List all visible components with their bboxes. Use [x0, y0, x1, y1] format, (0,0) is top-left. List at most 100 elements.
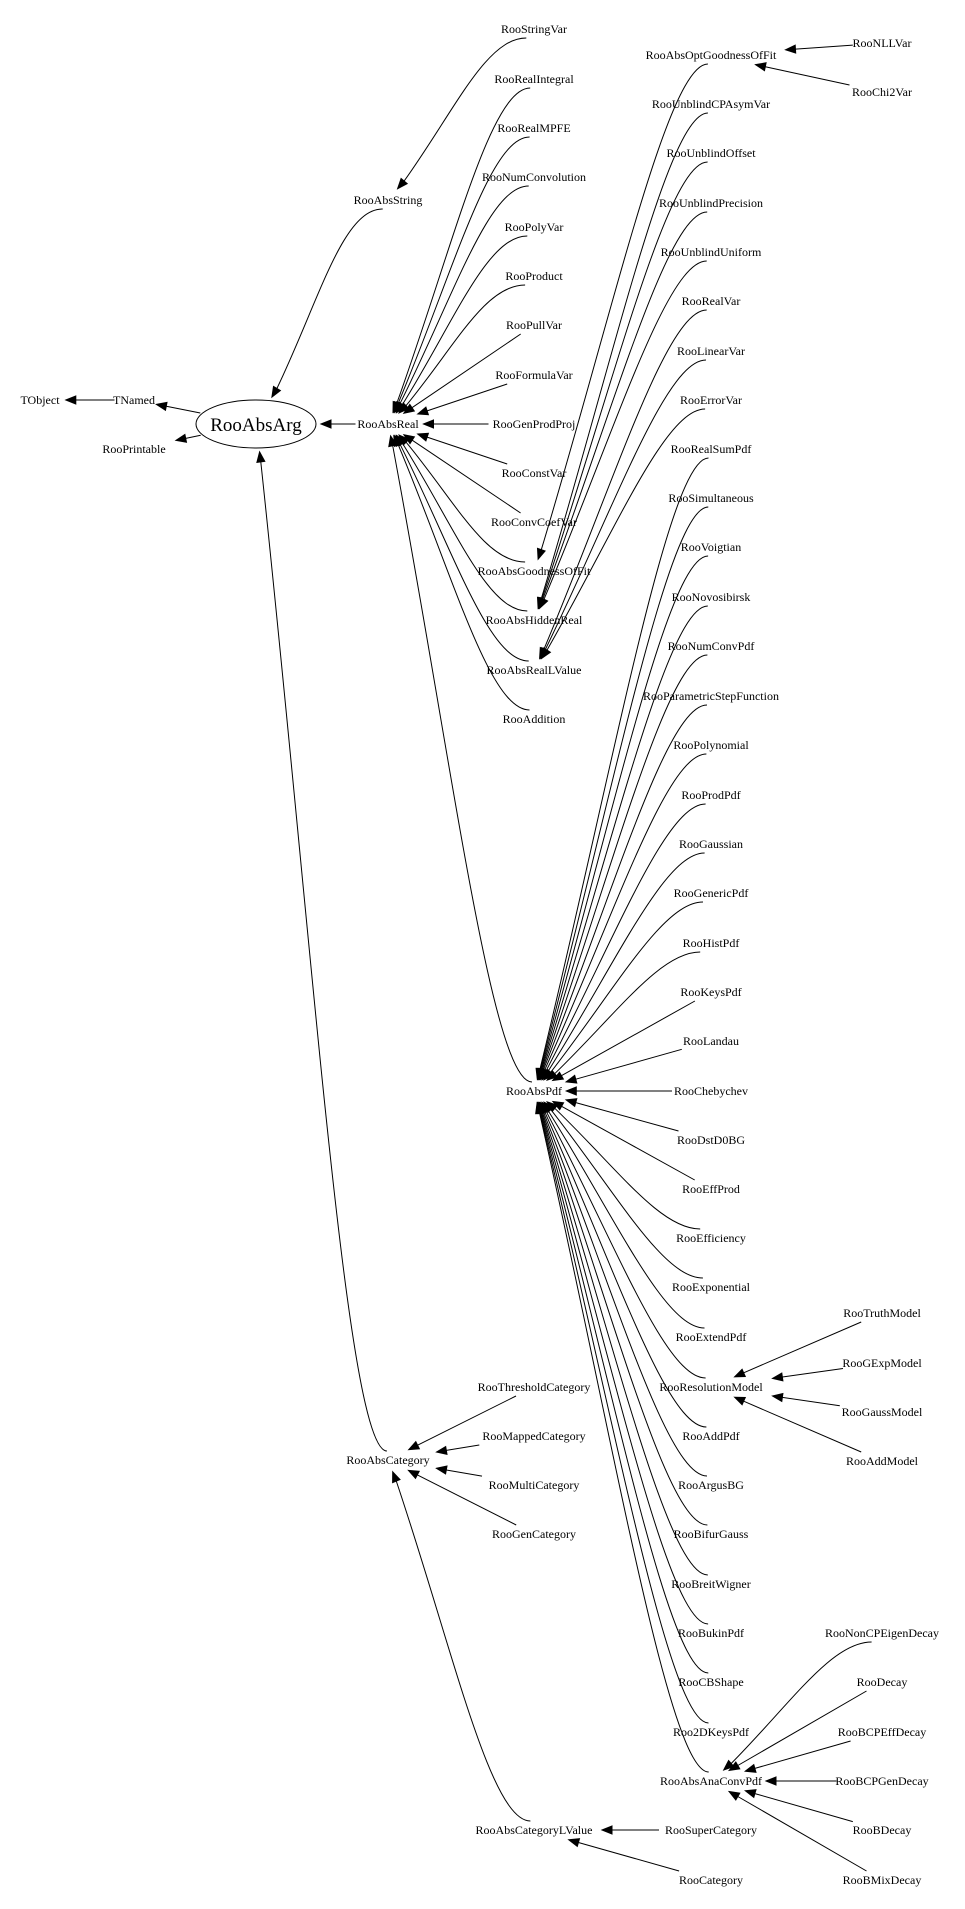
node-roo-printable[interactable]: RooPrintable	[102, 442, 165, 456]
node-roo-abs-opt-goodness-of-fit[interactable]: RooAbsOptGoodnessOfFit	[646, 48, 777, 62]
node-roo-dst-d0-bg[interactable]: RooDstD0BG	[677, 1133, 745, 1147]
edge-roo-dst-d0-bg-to-roo-abs-pdf	[575, 1102, 679, 1132]
node-roo-landau[interactable]: RooLandau	[683, 1034, 739, 1048]
node-roo-abs-category-l-value[interactable]: RooAbsCategoryLValue	[476, 1823, 593, 1837]
edge-roo-nll-var-to-roo-abs-opt-goodness-of-fit	[795, 44, 853, 50]
node-roo-gauss-model[interactable]: RooGaussModel	[842, 1405, 923, 1419]
node-roo-truth-model[interactable]: RooTruthModel	[843, 1306, 921, 1320]
node-roo-novosibirsk[interactable]: RooNovosibirsk	[672, 590, 751, 604]
node-roo-abs-real-l-value[interactable]: RooAbsRealLValue	[487, 663, 582, 677]
node-roo-threshold-category[interactable]: RooThresholdCategory	[478, 1380, 591, 1394]
arrowhead-icon	[407, 1440, 421, 1451]
node-roo-unblind-offset[interactable]: RooUnblindOffset	[666, 146, 756, 160]
node-roo-bcp-eff-decay[interactable]: RooBCPEffDecay	[838, 1725, 926, 1739]
node-t-named[interactable]: TNamed	[113, 393, 155, 407]
node-roo-chebychev[interactable]: RooChebychev	[674, 1084, 748, 1098]
node-roo-abs-arg[interactable]: RooAbsArg	[210, 415, 302, 436]
node-roo-bifur-gauss[interactable]: RooBifurGauss	[674, 1527, 749, 1541]
node-roo-prod-pdf[interactable]: RooProdPdf	[681, 788, 740, 802]
node-roo-linear-var[interactable]: RooLinearVar	[677, 344, 745, 358]
node-roo-poly-var[interactable]: RooPolyVar	[505, 220, 564, 234]
node-roo-generic-pdf[interactable]: RooGenericPdf	[674, 886, 749, 900]
node-roo-multi-category[interactable]: RooMultiCategory	[489, 1478, 580, 1492]
node-roo-efficiency[interactable]: RooEfficiency	[676, 1231, 746, 1245]
node-roo-bukin-pdf[interactable]: RooBukinPdf	[678, 1626, 744, 1640]
node-roo-addition[interactable]: RooAddition	[503, 712, 566, 726]
node-roo-g-exp-model[interactable]: RooGExpModel	[842, 1356, 922, 1370]
node-roo-b-decay[interactable]: RooBDecay	[853, 1823, 912, 1837]
node-roo-abs-category[interactable]: RooAbsCategory	[346, 1453, 429, 1467]
node-roo-formula-var[interactable]: RooFormulaVar	[495, 368, 572, 382]
node-roo-argus-bg[interactable]: RooArgusBG	[678, 1478, 744, 1492]
arrowhead-icon	[539, 596, 549, 610]
node-roo-add-pdf[interactable]: RooAddPdf	[682, 1429, 739, 1443]
edge-roo-abs-ana-conv-pdf-to-roo-abs-pdf	[539, 1112, 709, 1773]
node-roo-simultaneous[interactable]: RooSimultaneous	[668, 491, 754, 505]
node-roo-polynomial[interactable]: RooPolynomial	[673, 738, 749, 752]
node-roo-nll-var[interactable]: RooNLLVar	[853, 36, 912, 50]
node-roo-abs-goodness-of-fit[interactable]: RooAbsGoodnessOfFit	[478, 564, 591, 578]
node-roo-breit-wigner[interactable]: RooBreitWigner	[671, 1577, 751, 1591]
node-roo-non-cp-eigen-decay[interactable]: RooNonCPEigenDecay	[825, 1626, 939, 1640]
node-roo2-d-keys-pdf[interactable]: Roo2DKeysPdf	[673, 1725, 749, 1739]
node-roo-mapped-category[interactable]: RooMappedCategory	[482, 1429, 585, 1443]
node-roo-pull-var[interactable]: RooPullVar	[506, 318, 562, 332]
arrowhead-icon	[402, 403, 416, 415]
node-roo-resolution-model[interactable]: RooResolutionModel	[659, 1380, 763, 1394]
node-roo-unblind-uniform[interactable]: RooUnblindUniform	[661, 245, 762, 259]
edge-roo-chi2-var-to-roo-abs-opt-goodness-of-fit	[765, 66, 850, 86]
node-roo-extend-pdf[interactable]: RooExtendPdf	[676, 1330, 747, 1344]
arrowhead-icon	[256, 450, 266, 463]
node-roo-abs-hidden-real[interactable]: RooAbsHiddenReal	[486, 613, 583, 627]
node-roo-eff-prod[interactable]: RooEffProd	[682, 1182, 740, 1196]
node-roo-real-sum-pdf[interactable]: RooRealSumPdf	[671, 442, 752, 456]
node-roo-gaussian[interactable]: RooGaussian	[679, 837, 743, 851]
node-roo-keys-pdf[interactable]: RooKeysPdf	[680, 985, 741, 999]
node-roo-voigtian[interactable]: RooVoigtian	[681, 540, 741, 554]
node-roo-hist-pdf[interactable]: RooHistPdf	[683, 936, 740, 950]
node-roo-super-category[interactable]: RooSuperCategory	[665, 1823, 757, 1837]
arrowhead-icon	[551, 1071, 565, 1082]
node-roo-category[interactable]: RooCategory	[679, 1873, 743, 1887]
node-roo-abs-string[interactable]: RooAbsString	[354, 193, 423, 207]
node-roo-gen-prod-proj[interactable]: RooGenProdProj	[493, 417, 576, 431]
edge-roo-abs-category-to-roo-abs-arg	[260, 461, 387, 1452]
node-roo-string-var[interactable]: RooStringVar	[501, 22, 567, 36]
edge-roo-product-to-roo-abs-real	[405, 284, 526, 407]
edge-roo-multi-category-to-roo-abs-category	[446, 1469, 483, 1477]
node-roo-unblind-cp-asym-var[interactable]: RooUnblindCPAsymVar	[652, 97, 770, 111]
node-roo-exponential[interactable]: RooExponential	[672, 1280, 751, 1294]
node-roo-real-var[interactable]: RooRealVar	[682, 294, 741, 308]
edge-roo-add-pdf-to-roo-abs-pdf	[544, 1111, 707, 1428]
node-roo-error-var[interactable]: RooErrorVar	[680, 393, 742, 407]
node-roo-real-mpfe[interactable]: RooRealMPFE	[497, 121, 570, 135]
edge-roo-voigtian-to-roo-abs-pdf	[540, 555, 709, 1070]
node-roo-b-mix-decay[interactable]: RooBMixDecay	[843, 1873, 922, 1887]
root-node-ellipse	[195, 399, 317, 449]
node-roo-abs-ana-conv-pdf[interactable]: RooAbsAnaConvPdf	[660, 1774, 762, 1788]
edge-roo-abs-opt-goodness-of-fit-to-roo-abs-goodness-of-fit	[540, 63, 708, 550]
node-roo-decay[interactable]: RooDecay	[857, 1675, 908, 1689]
node-roo-unblind-precision[interactable]: RooUnblindPrecision	[659, 196, 763, 210]
node-roo-cb-shape[interactable]: RooCBShape	[678, 1675, 743, 1689]
node-roo-chi2-var[interactable]: RooChi2Var	[852, 85, 912, 99]
node-roo-gen-category[interactable]: RooGenCategory	[492, 1527, 576, 1541]
node-roo-real-integral[interactable]: RooRealIntegral	[494, 72, 574, 86]
arrowhead-icon	[64, 395, 77, 405]
node-roo-num-conv-pdf[interactable]: RooNumConvPdf	[668, 639, 755, 653]
node-roo-abs-pdf[interactable]: RooAbsPdf	[506, 1084, 562, 1098]
edge-roo-add-model-to-roo-resolution-model	[743, 1400, 862, 1453]
node-roo-product[interactable]: RooProduct	[505, 269, 563, 283]
node-roo-add-model[interactable]: RooAddModel	[846, 1454, 919, 1468]
edge-roo-abs-arg-to-roo-printable	[185, 434, 201, 439]
edge-roo-extend-pdf-to-roo-abs-pdf	[547, 1110, 705, 1329]
node-roo-conv-coef-var[interactable]: RooConvCoefVar	[491, 515, 577, 529]
node-roo-parametric-step-function[interactable]: RooParametricStepFunction	[643, 689, 779, 703]
node-t-object[interactable]: TObject	[20, 393, 60, 407]
node-roo-abs-real[interactable]: RooAbsReal	[357, 417, 419, 431]
node-roo-num-convolution[interactable]: RooNumConvolution	[482, 170, 586, 184]
arrowhead-icon	[271, 385, 282, 399]
node-roo-const-var[interactable]: RooConstVar	[502, 466, 567, 480]
edge-roo-unblind-cp-asym-var-to-roo-abs-hidden-real	[540, 112, 708, 599]
node-roo-bcp-gen-decay[interactable]: RooBCPGenDecay	[835, 1774, 928, 1788]
